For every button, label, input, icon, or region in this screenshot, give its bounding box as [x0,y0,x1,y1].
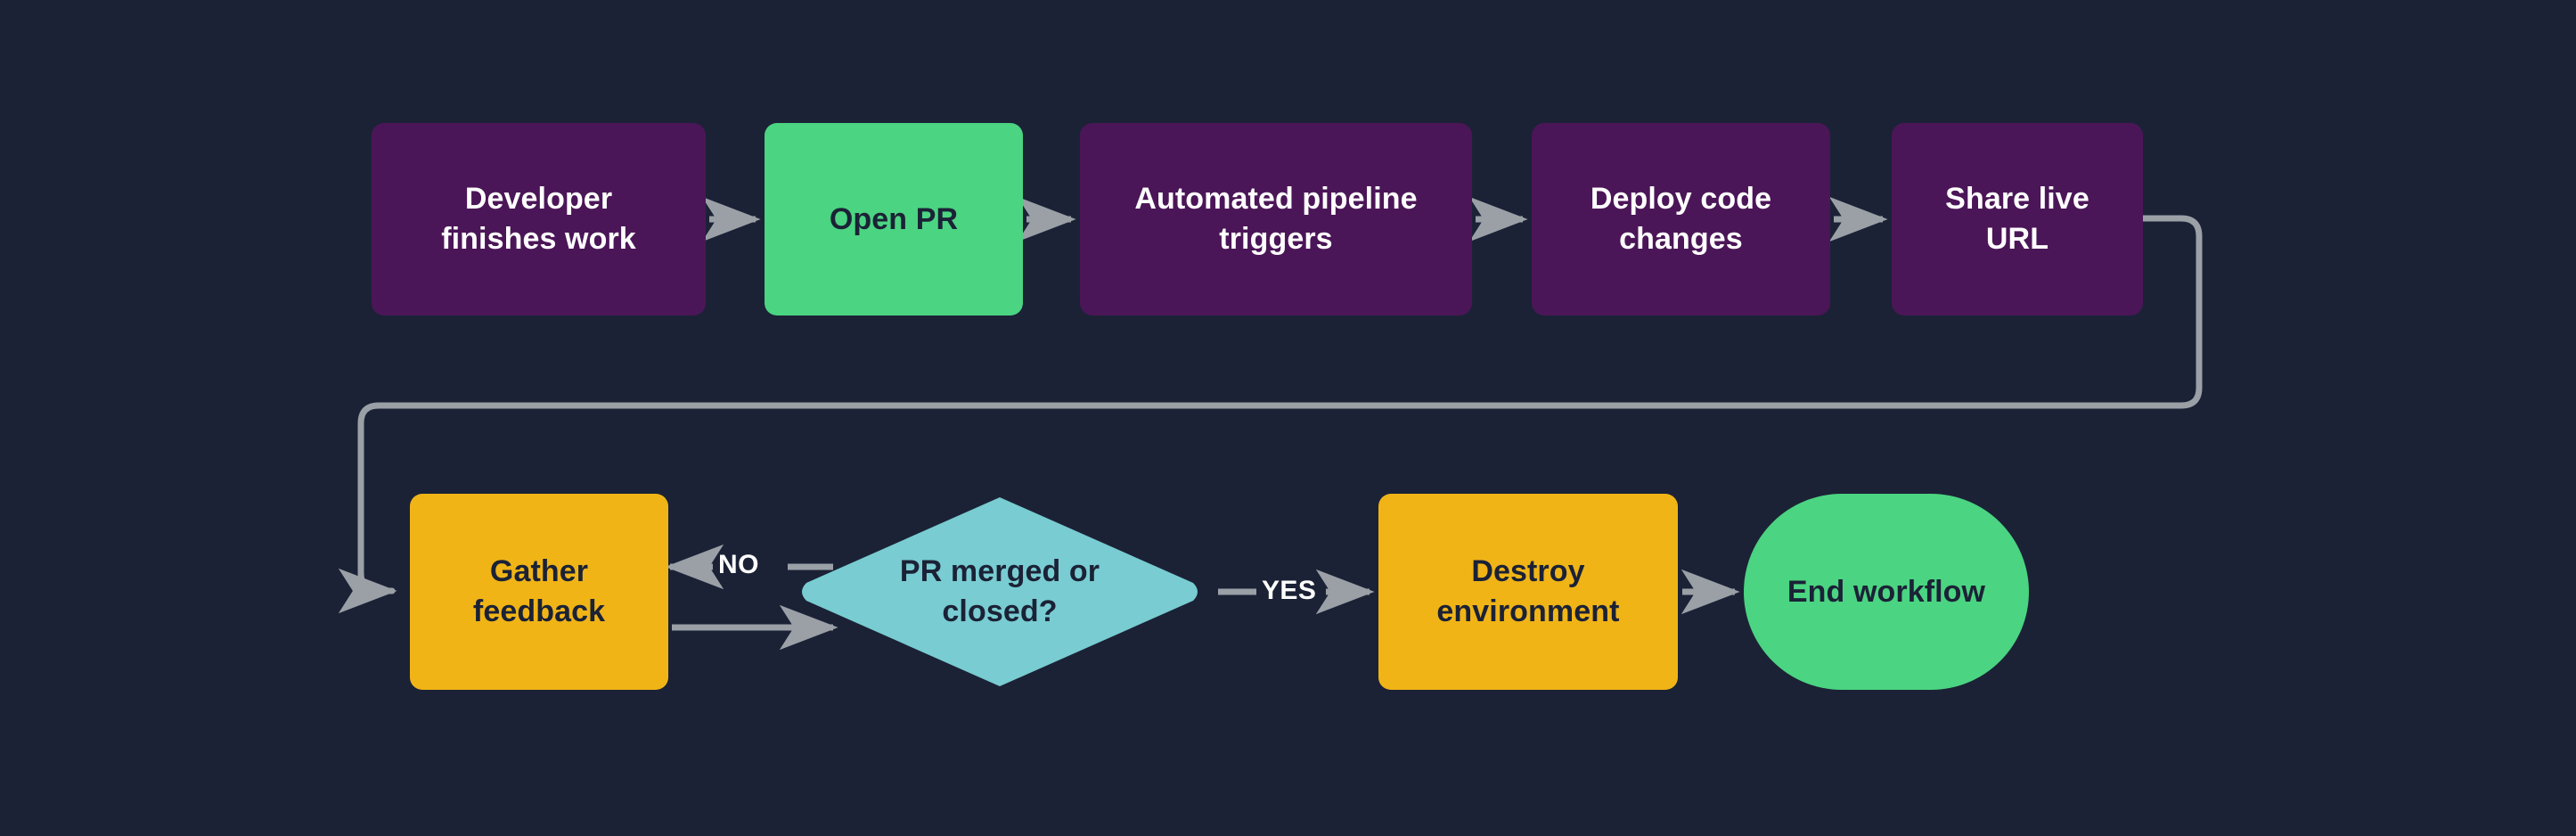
node-label: Automated pipeline triggers [1134,182,1418,256]
node-developer-finishes-work[interactable]: Developer finishes work [372,123,706,316]
edge-share-url-to-gather-feedback [338,215,2203,614]
node-label: Share live URL [1945,182,2089,256]
decision-diamond-shape[interactable] [802,497,1198,686]
node-label: Open PR [829,201,959,236]
node-destroy-environment[interactable]: Destroy environment [1378,494,1678,690]
node-deploy-code-changes[interactable]: Deploy code changes [1532,123,1830,316]
node-label: End workflow [1787,574,1986,609]
node-label: Gather feedback [472,554,606,628]
node-label: Developer finishes work [441,182,636,256]
node-label: Deploy code changes [1590,182,1772,256]
node-end-workflow[interactable]: End workflow [1744,494,2029,690]
edge-label-yes: YES [1262,576,1317,605]
node-label: Destroy environment [1436,554,1620,628]
edge-label-no: NO [718,550,759,579]
node-automated-pipeline-triggers[interactable]: Automated pipeline triggers [1080,123,1472,316]
node-share-live-url[interactable]: Share live URL [1892,123,2143,316]
node-open-pr[interactable]: Open PR [765,123,1023,316]
node-gather-feedback[interactable]: Gather feedback [410,494,668,690]
